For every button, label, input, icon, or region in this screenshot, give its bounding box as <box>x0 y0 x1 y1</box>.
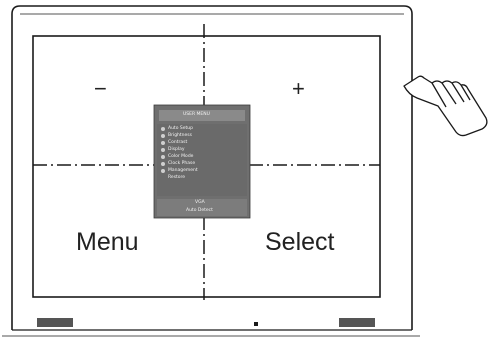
osd-item: Brightness <box>168 133 192 138</box>
menu-label: Menu <box>76 228 139 256</box>
decrease-sign: − <box>94 76 107 101</box>
osd-item: Display <box>168 147 185 152</box>
osd-item: Clock Phase <box>168 161 196 166</box>
osd-item: Restore <box>168 175 186 180</box>
osd-item: Contrast <box>168 140 188 145</box>
osd-item: Auto Setup <box>168 126 193 131</box>
osd-title: USER MENU <box>183 112 210 117</box>
hand-pointer-icon <box>403 75 488 137</box>
osd-menu <box>153 104 251 219</box>
osd-footer-mode: Auto Detect <box>186 208 213 213</box>
osd-item: Management <box>168 168 198 173</box>
osd-footer-source: VGA <box>195 200 205 205</box>
increase-sign: + <box>292 76 305 101</box>
monitor-bezel <box>11 5 413 330</box>
osd-item: Color Mode <box>168 154 194 159</box>
select-label: Select <box>265 228 335 256</box>
left-speaker-grille <box>37 318 73 327</box>
right-speaker-grille <box>339 318 375 327</box>
power-led <box>254 322 258 326</box>
